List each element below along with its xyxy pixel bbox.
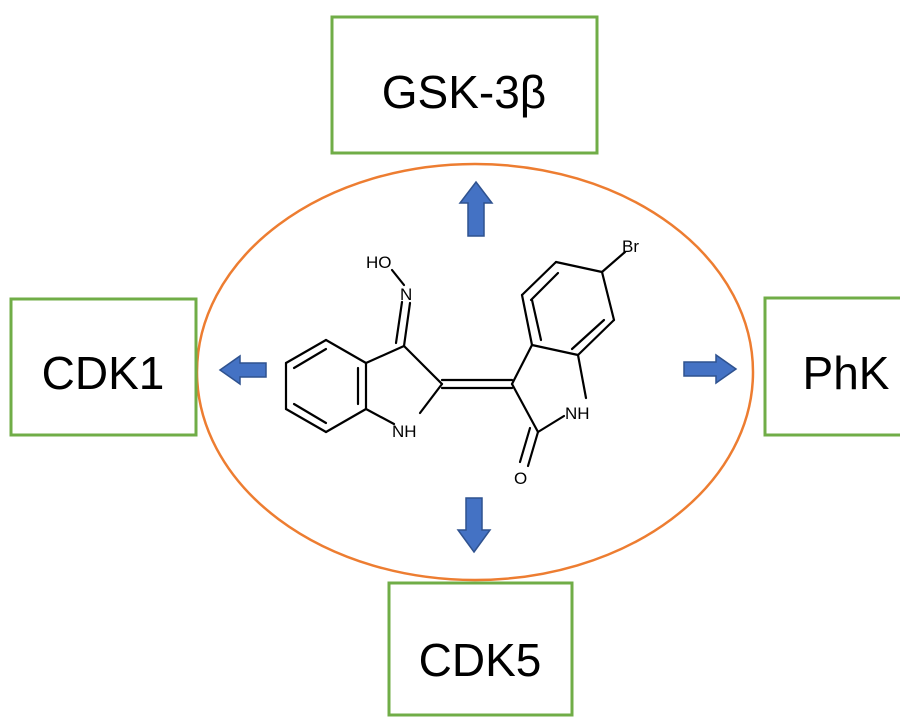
target-label-phk: PhK — [803, 347, 890, 399]
target-box-top: GSK-3β — [330, 15, 599, 155]
right-benzene-ring — [520, 250, 627, 357]
arrow-down-icon — [456, 497, 492, 554]
atom-label-br: Br — [622, 237, 639, 256]
atom-label-n-oxime: N — [400, 285, 412, 304]
target-label-cdk5: CDK5 — [419, 634, 542, 686]
target-label-gsk3b: GSK-3β — [382, 66, 547, 118]
atom-label-o-carbonyl: O — [514, 469, 527, 488]
atom-label-ho: HO — [366, 253, 392, 272]
arrow-left-icon — [218, 354, 267, 386]
left-pyrrole-ring — [364, 344, 444, 426]
target-box-right: PhK — [763, 296, 900, 437]
arrow-up-icon — [458, 180, 494, 237]
target-box-right-frame — [763, 296, 900, 437]
target-box-bottom-frame — [387, 581, 574, 717]
target-box-top-frame — [330, 15, 599, 155]
atom-label-nh-left: NH — [392, 422, 417, 441]
target-box-left: CDK1 — [9, 297, 198, 437]
right-pyrrolone-ring — [510, 343, 588, 468]
target-box-left-frame — [9, 297, 198, 437]
left-benzene-ring — [284, 338, 368, 434]
arrow-right-icon — [683, 353, 738, 385]
central-double-bond — [440, 378, 514, 390]
target-label-cdk1: CDK1 — [42, 347, 165, 399]
atom-label-nh-right: NH — [565, 404, 590, 423]
oxime-group — [390, 268, 412, 348]
target-box-bottom: CDK5 — [387, 581, 574, 717]
molecule-structure — [284, 250, 627, 468]
